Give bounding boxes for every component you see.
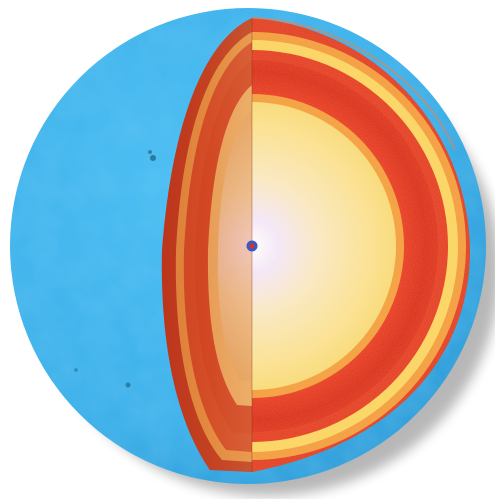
center-marker [246,240,258,252]
cutaway-right-face [252,18,470,472]
cut-rim [251,17,456,151]
